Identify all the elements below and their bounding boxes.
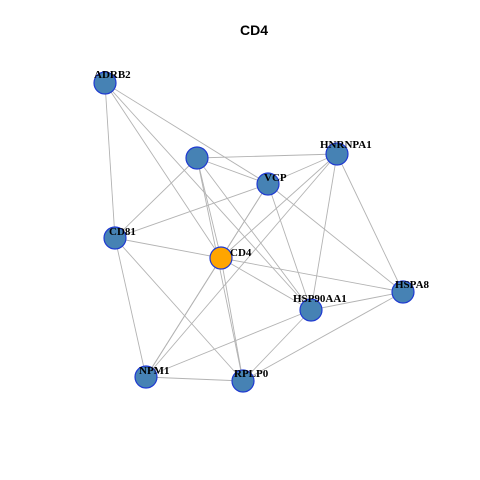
- node-label-adrb2: ADRB2: [94, 69, 131, 81]
- node-label-hspa8: HSPA8: [395, 279, 430, 291]
- node-unlabeled[interactable]: [185, 146, 209, 170]
- edge-adrb2-hsp90aa1: [104, 82, 312, 311]
- edge-hspa8-hsp90aa1: [310, 291, 404, 311]
- diagram-title: CD4: [240, 22, 268, 38]
- edge-hnrnpa1-hspa8: [336, 153, 404, 293]
- edge-hnrnpa1-hsp90aa1: [310, 153, 338, 311]
- node-cd81[interactable]: [103, 226, 127, 250]
- node-label-vcp: VCP: [264, 172, 287, 184]
- edge-cd81-npm1: [114, 237, 147, 378]
- edge-unlabeled-cd81: [114, 157, 198, 239]
- node-npm1[interactable]: [134, 365, 158, 389]
- edge-adrb2-vcp: [104, 82, 269, 185]
- edge-cd4-rplp0: [220, 257, 244, 382]
- node-vcp[interactable]: [256, 172, 280, 196]
- node-label-cd4: CD4: [230, 247, 252, 259]
- edge-hnrnpa1-npm1: [145, 153, 338, 378]
- edge-hsp90aa1-rplp0: [242, 309, 312, 382]
- node-cd4[interactable]: [209, 246, 233, 270]
- edge-cd4-npm1: [145, 257, 222, 378]
- node-hspa8[interactable]: [391, 280, 415, 304]
- edge-vcp-hspa8: [267, 183, 404, 293]
- edge-npm1-rplp0: [145, 376, 244, 382]
- edge-vcp-hsp90aa1: [267, 183, 312, 311]
- edge-unlabeled-vcp: [196, 157, 269, 185]
- edge-adrb2-cd4: [104, 82, 222, 259]
- node-hsp90aa1[interactable]: [299, 298, 323, 322]
- node-hnrnpa1[interactable]: [325, 142, 349, 166]
- node-adrb2[interactable]: [93, 71, 117, 95]
- node-label-cd81: CD81: [109, 226, 136, 238]
- edge-hnrnpa1-cd4: [220, 153, 338, 259]
- edge-hspa8-rplp0: [242, 291, 404, 382]
- node-label-hnrnpa1: HNRNPA1: [320, 139, 372, 151]
- edge-unlabeled-cd4: [196, 157, 222, 259]
- edge-cd4-hspa8: [220, 257, 404, 293]
- edge-hsp90aa1-npm1: [145, 309, 312, 378]
- edges-layer: [104, 82, 404, 382]
- edge-hnrnpa1-vcp: [267, 153, 338, 185]
- node-label-rplp0: RPLP0: [234, 368, 269, 380]
- edge-cd81-rplp0: [114, 237, 244, 382]
- edge-cd81-cd4: [114, 237, 222, 259]
- edge-vcp-cd81: [114, 183, 269, 239]
- node-label-hsp90aa1: HSP90AA1: [293, 293, 347, 305]
- edge-adrb2-cd81: [104, 82, 116, 239]
- node-rplp0[interactable]: [231, 369, 255, 393]
- edge-unlabeled-hnrnpa1: [196, 153, 338, 159]
- nodes-layer: [93, 71, 415, 393]
- node-label-npm1: NPM1: [139, 365, 170, 377]
- edge-cd4-hsp90aa1: [220, 257, 312, 311]
- edge-unlabeled-hsp90aa1: [196, 157, 312, 311]
